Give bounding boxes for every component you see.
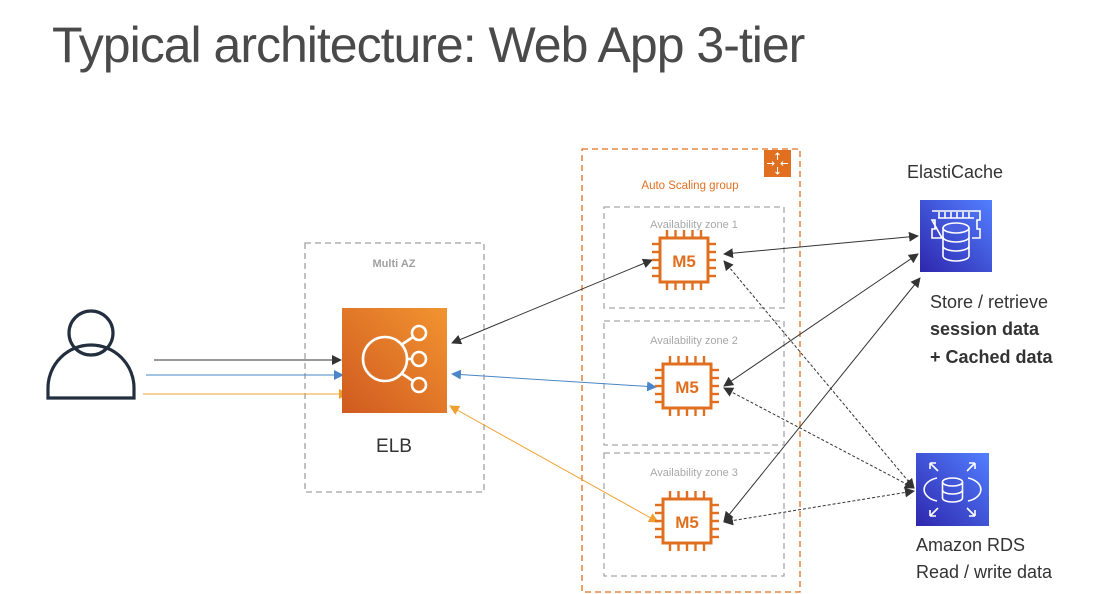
page-title: Typical architecture: Web App 3-tier xyxy=(52,17,805,73)
user-to-elb-flows xyxy=(143,355,349,399)
availability-zone-label: Availability zone 2 xyxy=(650,335,738,347)
instance1-rds-arrow xyxy=(723,260,915,489)
elb-instance3-arrow xyxy=(449,405,659,523)
elb-instance1-arrow xyxy=(451,258,653,345)
multi-az-group: Multi AZ xyxy=(304,242,485,493)
elasticache-desc-line2: session data xyxy=(930,319,1040,339)
instance-type-label: M5 xyxy=(675,378,699,397)
rds-desc: Read / write data xyxy=(916,562,1053,582)
elb-node[interactable]: ELB xyxy=(342,308,447,457)
instance2-elasticache-arrow xyxy=(723,253,919,387)
instance3-elasticache-arrow xyxy=(723,277,921,522)
ec2-instance-1[interactable]: M5 xyxy=(652,230,716,290)
ec2-chip-icon xyxy=(655,491,719,551)
rds-title: Amazon RDS xyxy=(916,535,1025,555)
ec2-instance-3[interactable]: M5 xyxy=(655,491,719,551)
availability-zone-label: Availability zone 3 xyxy=(650,467,738,479)
multi-az-label: Multi AZ xyxy=(373,258,416,270)
ec2-instance-2[interactable]: M5 xyxy=(655,356,719,416)
instance2-rds-arrow xyxy=(723,387,915,489)
rds-icon xyxy=(916,453,989,526)
elasticache-node[interactable]: ElastiCache Store / retrieve session dat… xyxy=(907,162,1054,367)
elb-instance2-arrow xyxy=(451,369,657,392)
ec2-chip-icon xyxy=(655,356,719,416)
instance1-elasticache-arrow xyxy=(723,231,919,259)
elb-to-instance-flows xyxy=(449,258,659,523)
instance-type-label: M5 xyxy=(675,513,699,532)
ec2-chip-icon xyxy=(652,230,716,290)
load-balancer-icon xyxy=(342,308,447,413)
instance-to-rds-flows xyxy=(723,260,915,526)
auto-scaling-group-label: Auto Scaling group xyxy=(641,180,738,192)
multi-az-border xyxy=(304,242,485,493)
instance3-rds-arrow xyxy=(723,487,915,526)
instance-to-elasticache-flows xyxy=(723,231,921,522)
auto-scaling-icon xyxy=(764,150,791,177)
elasticache-desc-line1: Store / retrieve xyxy=(930,292,1048,312)
elb-label: ELB xyxy=(376,436,412,457)
rds-node[interactable]: Amazon RDS Read / write data xyxy=(916,453,1053,582)
instance-type-label: M5 xyxy=(672,252,696,271)
user-icon xyxy=(46,309,136,400)
elasticache-desc-line3: + Cached data xyxy=(930,347,1054,367)
availability-zone-label: Availability zone 1 xyxy=(650,219,738,231)
elasticache-title: ElastiCache xyxy=(907,162,1003,182)
